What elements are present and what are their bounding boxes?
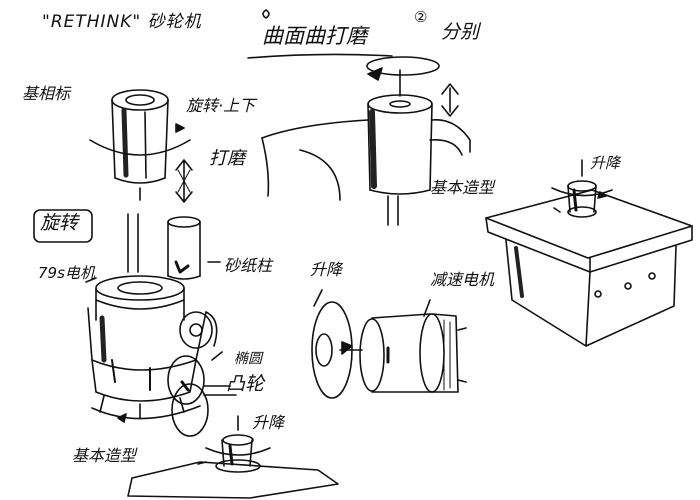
lift-bottom-label: 升降 xyxy=(252,413,285,432)
base-box-bottom-sketch xyxy=(127,415,339,499)
cam-mechanism-sketch xyxy=(167,351,237,437)
reduction-motor-sketch xyxy=(311,289,467,399)
circled-two-label: ② xyxy=(414,8,428,26)
top-cylinder-sketch xyxy=(89,89,193,203)
base-mold-right-label: 基本造型 xyxy=(430,178,495,197)
curved-grinding-label: 曲面曲打磨 xyxy=(262,24,367,48)
rotate-boxed-label: 旋转 xyxy=(40,212,79,234)
rotate-updown-label: 旋转·上下 xyxy=(186,96,256,115)
grinding-rod-label: 砂纸柱 xyxy=(224,256,273,275)
grinder-machine-sketch xyxy=(85,213,221,423)
separate-label: 分别 xyxy=(441,21,480,43)
curved-surface-sketch xyxy=(261,56,471,226)
rotate-label-box xyxy=(33,209,93,243)
reduction-motor-label: 减速电机 xyxy=(430,270,495,289)
ellipse-label: 椭圆 xyxy=(234,351,262,367)
grinding-label: 打磨 xyxy=(209,148,245,169)
doodle-icon xyxy=(262,9,270,19)
motor-79-label: 79s电机 xyxy=(38,264,95,282)
sketch-title: "RETHINK" 砂轮机 xyxy=(42,12,202,32)
heading-underline xyxy=(247,53,393,59)
lift-right-label: 升降 xyxy=(590,154,621,172)
base-mold-bottom-label: 基本造型 xyxy=(72,446,137,465)
lift-label: 升降 xyxy=(310,260,343,279)
cam-label: 凸轮 xyxy=(226,373,265,395)
base-mold-top-label: 基相标 xyxy=(22,84,71,103)
base-box-right-sketch xyxy=(485,159,693,347)
